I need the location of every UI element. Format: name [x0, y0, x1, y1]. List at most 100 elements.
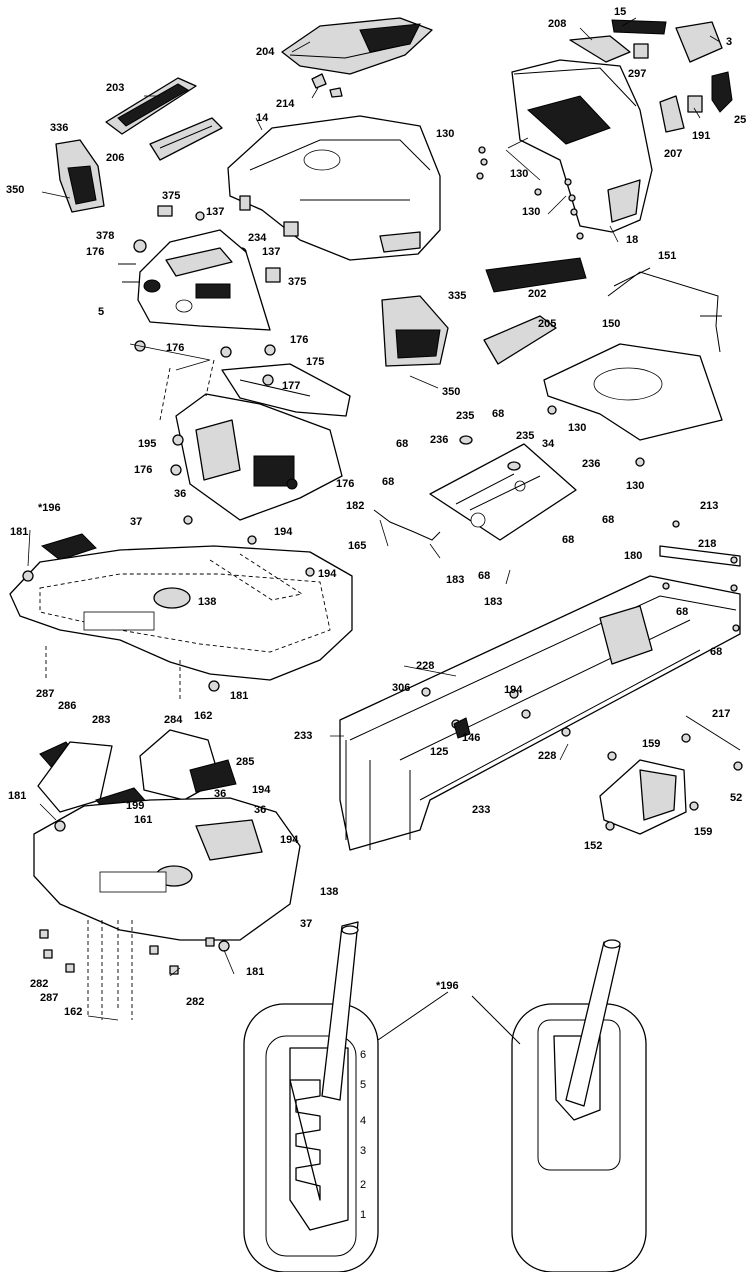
part-151-bracket [607, 271, 721, 353]
callout-196: *196 [38, 502, 61, 514]
callout-25: 25 [734, 114, 747, 126]
callout-130b: 130 [510, 168, 529, 180]
callout-130e: 130 [626, 480, 645, 492]
callout-175: 175 [306, 356, 325, 368]
callout-165: 165 [348, 540, 367, 552]
callout-18: 18 [626, 234, 639, 246]
callout-14: 14 [256, 112, 269, 124]
callout-205: 205 [538, 318, 557, 330]
callout-181c: 181 [8, 790, 27, 802]
callout-159b: 159 [694, 826, 713, 838]
part-375-pad [157, 205, 173, 217]
callout-196-detail: *196 [436, 980, 459, 992]
callout-214: 214 [276, 98, 295, 110]
part-214-clip [311, 73, 343, 98]
callout-137b: 137 [262, 246, 281, 258]
callout-183: 183 [446, 574, 465, 586]
callout-52: 52 [730, 792, 743, 804]
callout-138: 138 [198, 596, 217, 608]
callout-228b: 228 [538, 750, 557, 762]
part-205 [483, 315, 557, 365]
callout-138b: 138 [320, 886, 339, 898]
part-5-dash-panel [137, 229, 271, 331]
callout-125: 125 [430, 746, 449, 758]
callout-130d: 130 [568, 422, 587, 434]
callout-159: 159 [642, 738, 661, 750]
part-25-hose [711, 71, 733, 113]
callout-202: 202 [528, 288, 547, 300]
callout-68c: 68 [382, 476, 395, 488]
part-3-bracket [675, 21, 723, 63]
callout-162: 162 [194, 710, 213, 722]
callout-150: 150 [602, 318, 621, 330]
callout-180: 180 [624, 550, 643, 562]
part-18-front-grille [511, 59, 653, 233]
part-375-pad-b [265, 267, 281, 283]
callout-191: 191 [692, 130, 711, 142]
callout-233: 233 [294, 730, 313, 742]
part-218-bracket [659, 545, 741, 567]
part-335-side-panel [381, 295, 449, 367]
callout-194: 194 [274, 526, 293, 538]
callout-194d: 194 [252, 784, 271, 796]
part-14-hood [227, 115, 441, 261]
callout-152: 152 [584, 840, 603, 852]
callout-233b: 233 [472, 804, 491, 816]
callout-15: 15 [614, 6, 627, 18]
callout-161: 161 [134, 814, 153, 826]
part-37-footplate-lower [33, 797, 301, 941]
gear-label-6: 6 [360, 1049, 366, 1061]
callout-207: 207 [664, 148, 683, 160]
callout-68h: 68 [710, 646, 723, 658]
callout-350: 350 [6, 184, 25, 196]
callout-204: 204 [256, 46, 275, 58]
callout-68e: 68 [562, 534, 575, 546]
callout-208: 208 [548, 18, 567, 30]
callout-37: 37 [130, 516, 143, 528]
callout-68g: 68 [676, 606, 689, 618]
part-203-vent [105, 77, 197, 135]
part-191 [687, 95, 703, 113]
leader-lines [27, 17, 721, 1021]
callout-194c: 194 [504, 684, 523, 696]
callout-182: 182 [346, 500, 365, 512]
part-207 [659, 95, 685, 133]
gear-label-3: 3 [360, 1145, 366, 1157]
callout-375: 375 [162, 190, 181, 202]
callout-195: 195 [138, 438, 157, 450]
callout-350b: 350 [442, 386, 461, 398]
part-150-shield [543, 343, 723, 441]
part-15-strip [611, 19, 667, 35]
callout-287b: 287 [40, 992, 59, 1004]
callout-284: 284 [164, 714, 183, 726]
callout-228: 228 [416, 660, 435, 672]
callout-5: 5 [98, 306, 105, 318]
callout-176b: 176 [166, 342, 185, 354]
part-206-vent [149, 117, 223, 161]
callout-336: 336 [50, 122, 69, 134]
callout-235b: 235 [516, 430, 535, 442]
callout-235: 235 [456, 410, 475, 422]
gear-label-4: 4 [360, 1115, 366, 1127]
callout-176e: 176 [336, 478, 355, 490]
part-204-hood-grille [281, 17, 433, 75]
screws-130 [476, 146, 584, 240]
part-180-frame [339, 575, 741, 851]
gear-label-2: 2 [360, 1179, 366, 1191]
callout-68d: 68 [602, 514, 615, 526]
callout-218: 218 [698, 538, 717, 550]
callout-297: 297 [628, 68, 647, 80]
part-285 [189, 759, 237, 793]
callout-162b: 162 [64, 1006, 83, 1018]
callout-36: 36 [174, 488, 187, 500]
callout-282b: 282 [186, 996, 205, 1008]
gear-label-1: 1 [360, 1209, 366, 1221]
callout-234: 234 [248, 232, 267, 244]
callout-286: 286 [58, 700, 77, 712]
part-196-shift-plate [40, 533, 97, 561]
shift-plate-detail-right [511, 939, 647, 1272]
callout-199: 199 [126, 800, 145, 812]
callout-130: 130 [436, 128, 455, 140]
